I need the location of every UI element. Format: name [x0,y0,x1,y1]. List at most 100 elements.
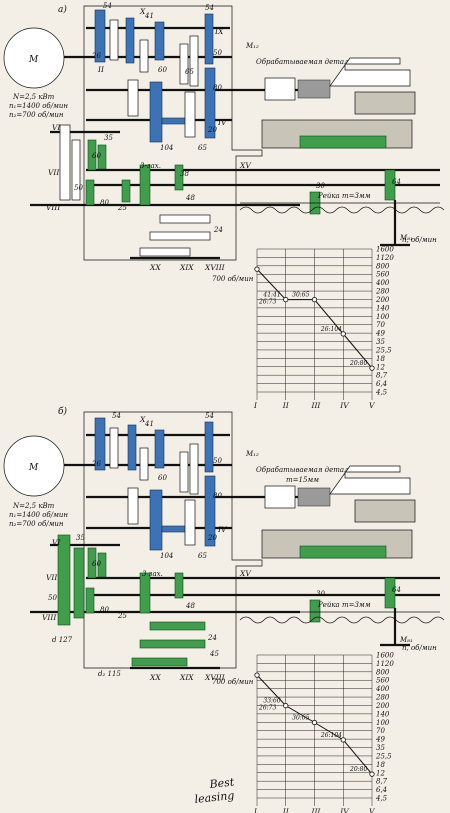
chart-b-point [254,672,260,678]
clutch-b-top: М₁₂ [245,450,259,458]
clutch-a-top: М₁₂ [245,42,259,50]
chart-a-tick-label: 35 [376,338,385,346]
gear-a-label-50b: 50 [74,184,83,192]
gear-a-label-38: 38 [180,170,189,178]
gear-a-green-5 [174,164,184,191]
gear-a-blue-4 [204,13,214,65]
gear-a-label-50: 50 [213,49,222,57]
chart-a-start-label: 700 об/мин [212,275,254,283]
gear-b-label-25: 25 [117,612,127,620]
gear-b-label-64: 64 [392,586,401,594]
chart-a-tick-label: 100 [376,313,390,321]
chart-a-tick-label: 280 [375,288,390,296]
gear-b-d: d 127 [52,636,73,644]
gear-b-blue-3 [154,429,165,469]
n2-a: n₂=700 об/мин [9,111,64,119]
gear-b-blue-5 [149,489,163,551]
chart-b-tick-label: 100 [376,719,390,727]
gear-a-label-25: 25 [117,204,127,212]
carriage-b-saddle [354,499,416,523]
gear-b-green-7 [174,572,184,599]
chart-a-tick-label: 200 [375,296,390,304]
panel-a: а) M N=2,5 кВт n₁=1400 об/мин n₂=700 об/… [3,2,445,272]
gear-b-green-3 [87,547,97,579]
chart-a-ratio-label: 41:41 [262,292,280,299]
gear-a-label-30: 30 [316,182,325,190]
chart-a-tick-label: 12 [376,363,385,371]
gear-a-label-41: 41 [144,12,154,20]
chart-b-corner-label: n, об/мин [402,644,437,652]
shaft-b-roman-XV: XV [239,569,252,578]
gear-b-blue-1 [94,417,106,471]
chart-b-tick-label: 8,7 [376,778,388,786]
gear-a-label-54: 54 [103,2,112,10]
chart-b-ratio-label: 20:80 [349,766,367,773]
chart-a-tick-label: 800 [376,262,390,270]
carriage-a-slide [299,135,387,149]
shaft-a-roman-VIII: VIII [46,203,61,212]
chart-b-tick-label: 49 [375,736,385,744]
gear-b-label-20: 20 [207,534,217,542]
chart-b-x-label: IV [339,807,350,813]
gear-a-label-26: 26 [91,52,101,60]
n1-a: n₁=1400 об/мин [9,102,68,110]
gear-a-blue-2 [125,17,135,64]
gear-a-green-2 [97,144,107,170]
speed-chart-b: 1600112080056040028020014010070493525,51… [212,644,437,813]
gear-a-label-24: 24 [213,226,223,234]
shaft-a-roman-VI: VI [52,123,61,132]
gearbox-housing-a [83,5,263,261]
chart-b-tick-label: 140 [376,710,390,718]
shaft-a-roman-VII: VII [48,168,60,177]
chart-b-tick-label: 400 [375,685,390,693]
motor-b-label: M [28,463,39,473]
gear-a-white-7 [59,124,71,201]
chart-a-ratio-label: 30:65 [292,292,309,299]
gear-a-green-4 [139,164,151,206]
n1-b: n₁=1400 об/мин [9,511,68,519]
gear-a-label-64: 64 [392,178,401,186]
gear-a-green-3 [85,179,95,206]
chart-b-tick-label: 25,5 [375,752,392,760]
shaft-a-roman-IV: IV [217,118,228,127]
gear-b-label-54: 54 [112,412,121,420]
gear-b-white-4 [189,443,199,495]
workpiece-b-part [297,487,331,507]
chart-a-point [340,331,346,337]
chart-b-tick-label: 6,4 [376,786,387,794]
shaft-a-roman-IX: IX [214,27,224,36]
chart-b-tick-label: 18 [376,761,385,769]
motor-a-label: M [28,55,39,65]
gear-a-green-8 [384,169,396,201]
gear-a-white-6 [184,91,196,138]
gear-b-d2: d₂ 115 [98,670,121,678]
shaft-b-roman-VI: VI [52,538,61,547]
gear-b-blue-6 [204,475,216,547]
rack-b-label: Рейка m=3мм [317,601,371,609]
gear-a-blue-1 [94,9,106,63]
chart-b-tick-label: 560 [376,677,390,685]
gear-b-white-5 [127,487,139,525]
tool-post-b [329,465,411,495]
gear-b-green-1 [57,534,71,626]
shaft-a-roman-XIX: XIX [179,263,194,272]
chart-b-ratio-label: 26:73 [258,705,276,712]
chart-a-tick-label: 400 [375,279,390,287]
gear-a-label-20: 20 [207,126,217,134]
chart-a-point [311,297,318,303]
gear-a-white-1 [109,19,119,61]
gear-a-label-104: 104 [160,144,173,152]
gear-b-white-6 [184,499,196,546]
chart-b-tick-label: 280 [375,694,390,702]
shaft-b-roman-XX: XX [149,673,161,682]
chart-b-point [311,719,318,726]
gear-b-label-30: 30 [316,590,325,598]
gear-b-label-35: 35 [76,534,85,542]
chart-a-tick-label: 560 [376,271,390,279]
chart-a-tick-label: 8,7 [376,372,388,380]
lead-screw-a [239,206,445,214]
gear-b-white-2 [139,447,149,481]
gear-b-label-41: 41 [144,420,154,428]
shaft-a-roman-XVIII: XVIII [204,263,226,272]
